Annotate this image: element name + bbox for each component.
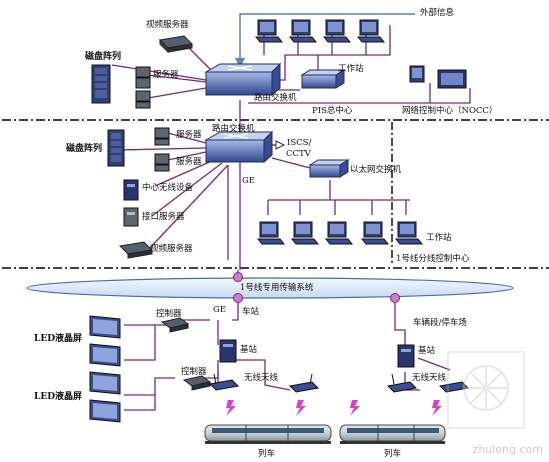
video-server-icon — [158, 35, 194, 54]
interface-server-icon — [123, 207, 139, 227]
antenna-icon — [438, 381, 470, 393]
external-info-arrow — [235, 13, 415, 68]
watermark-text: zhulong.com — [472, 443, 543, 456]
interface-server-label: 接口服务器 — [142, 212, 185, 222]
workstation-icon — [394, 221, 424, 245]
led-screen-icon — [89, 315, 121, 339]
station-label: 车站 — [242, 307, 260, 317]
controller-icon — [160, 317, 190, 333]
led-label-2: LED液晶屏 — [34, 392, 82, 402]
line1-control-label: 1号线分线控制中心 — [396, 254, 470, 264]
led-screen-icon — [89, 343, 121, 367]
server-icon — [154, 127, 170, 172]
video-server-mid-label: 视频服务器 — [150, 244, 193, 254]
video-server-icon — [118, 241, 154, 259]
workstation-icon — [288, 19, 318, 43]
depot-label: 车辆段/停车场 — [413, 318, 467, 328]
base-station-label-1: 基站 — [240, 345, 258, 355]
disk-array-icon — [107, 129, 125, 167]
workstation-group — [254, 19, 386, 43]
server-label: 服务器 — [153, 70, 179, 80]
workstation-mid-label: 工作站 — [426, 233, 452, 243]
workstation-label: 工作站 — [338, 64, 364, 74]
antenna-label-2: 无线天线 — [412, 373, 447, 383]
ring-node-3 — [390, 293, 400, 303]
disk-array-icon — [91, 64, 111, 104]
ge-mid-label: GE — [242, 176, 255, 186]
antenna-icon — [208, 373, 240, 391]
led-screen-group — [89, 315, 121, 423]
controller-icon — [182, 375, 212, 391]
controller-label-1: 控制器 — [156, 309, 182, 319]
pis-center-label: PIS总中心 — [312, 106, 353, 116]
disk-array-mid-label: 磁盘阵列 — [66, 144, 103, 154]
ethernet-switch-icon — [308, 159, 350, 178]
train-label-2: 列车 — [384, 449, 402, 459]
led-label-1: LED液晶屏 — [34, 334, 82, 344]
workstation-group — [256, 221, 424, 245]
router-icon — [204, 62, 282, 97]
antenna-icon — [288, 373, 320, 393]
led-screen-icon — [89, 399, 121, 423]
controller-label-2: 控制器 — [181, 367, 207, 377]
router-mid-label: 路由交换机 — [212, 124, 255, 134]
server-mid-label-1: 服务器 — [176, 130, 202, 140]
router-icon — [204, 130, 274, 164]
disk-array-label: 磁盘阵列 — [85, 52, 122, 62]
workstation-icon — [324, 221, 354, 245]
watermark-logo — [447, 351, 525, 429]
external-info-label: 外部信息 — [420, 8, 455, 18]
workstation-icon — [322, 19, 352, 43]
antenna-label-1: 无线天线 — [244, 373, 279, 383]
workstation-icon — [360, 221, 390, 245]
server-icon — [135, 66, 151, 109]
train-icon — [339, 424, 446, 444]
ge-station-label: GE — [213, 305, 226, 315]
cctv-label: CCTV — [286, 149, 311, 159]
nocc-label: 网络控制中心（NOCC） — [402, 106, 498, 116]
ring-node-2 — [233, 293, 243, 303]
router-label: 路由交换机 — [254, 93, 297, 103]
led-screen-icon — [89, 371, 121, 395]
signal-bolts — [226, 400, 442, 416]
nocc-workstation-icon — [409, 65, 467, 89]
base-station-label-2: 基站 — [418, 346, 436, 356]
wireless-center-label: 中心无线设备 — [142, 183, 194, 193]
antenna-icon — [386, 373, 418, 393]
workstation-icon — [356, 19, 386, 43]
ring-node-1 — [233, 272, 243, 282]
transmission-ring — [26, 277, 514, 299]
workstation-icon — [256, 221, 286, 245]
base-station-icon — [397, 344, 415, 368]
pis-switch-icon — [300, 69, 346, 89]
workstation-icon — [290, 221, 320, 245]
train-label-1: 列车 — [258, 449, 276, 459]
iscs-label: ISCS/ — [287, 138, 312, 148]
wireless-center-device-icon — [123, 179, 139, 201]
transmission-label: 1号线专用传输系统 — [240, 283, 314, 293]
server-mid-label-2: 服务器 — [176, 157, 202, 167]
video-server-label: 视频服务器 — [146, 20, 189, 30]
base-station-icon — [219, 339, 237, 363]
train-icon — [204, 424, 332, 444]
ethernet-switch-label: 以太网交换机 — [350, 165, 402, 175]
workstation-icon — [254, 19, 284, 43]
